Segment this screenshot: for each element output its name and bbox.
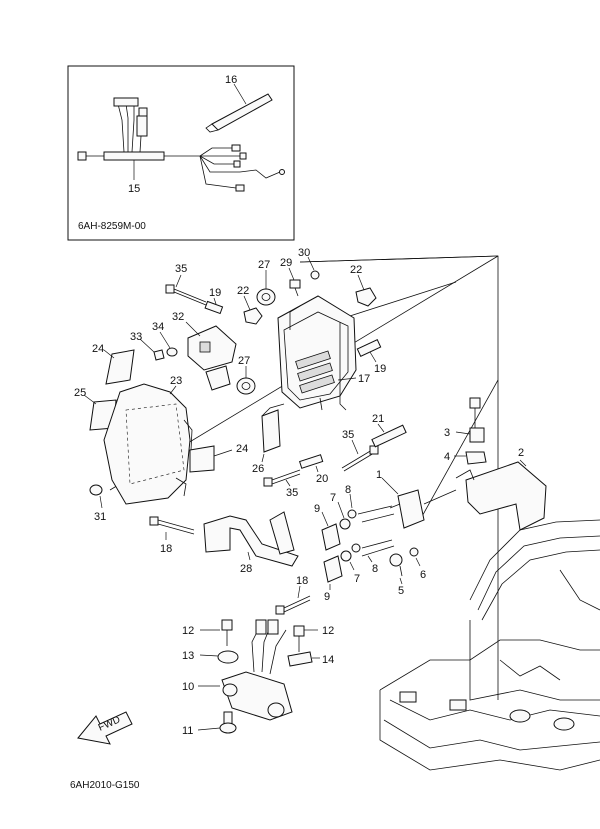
callout-6: 6 — [420, 569, 426, 581]
callout-29: 29 — [280, 257, 292, 269]
callout-31: 31 — [94, 511, 106, 523]
callout-18-lower: 18 — [296, 575, 308, 587]
rectifier-32 — [187, 325, 237, 391]
label-24-top — [105, 349, 135, 385]
engine-block-outline — [379, 519, 600, 771]
callout-32: 32 — [172, 311, 184, 323]
bolt-35-right — [341, 445, 379, 472]
callout-14: 14 — [322, 654, 334, 666]
callout-27-top: 27 — [258, 259, 270, 271]
grommet-27-lower — [236, 377, 256, 395]
collar-19-right — [356, 339, 382, 357]
callout-1: 1 — [376, 469, 382, 481]
cap-9-upper — [321, 523, 341, 551]
bolt-35-mid — [263, 469, 301, 487]
callout-7-upper: 7 — [330, 492, 336, 504]
callout-26: 26 — [252, 463, 264, 475]
screw-5 — [389, 553, 403, 577]
washer-8-lower — [351, 539, 395, 557]
callout-4: 4 — [444, 451, 450, 463]
cdi-unit-10 — [221, 619, 293, 721]
bracket-28 — [203, 511, 299, 567]
fwd-arrow-icon: FWD — [77, 711, 133, 745]
callout-13: 13 — [182, 650, 194, 662]
callout-19-right: 19 — [374, 363, 386, 375]
callout-35-right: 35 — [342, 429, 354, 441]
callout-27-lower: 27 — [238, 355, 250, 367]
bracket-14 — [287, 651, 313, 667]
collar-21 — [371, 424, 407, 448]
bolt-33 — [153, 349, 165, 361]
drawing-code: 6AH2010-G150 — [70, 780, 140, 791]
callout-9-lower: 9 — [324, 591, 330, 603]
washer-6 — [409, 547, 419, 557]
washer-13 — [217, 650, 239, 664]
collar-20 — [298, 454, 324, 469]
bolt-3 — [469, 397, 485, 443]
callout-17: 17 — [358, 373, 370, 385]
callout-35-top: 35 — [175, 263, 187, 275]
callout-18-left: 18 — [160, 543, 172, 555]
clamp-18-lower — [275, 595, 311, 615]
callout-11: 11 — [182, 725, 193, 737]
cable-tie-16 — [205, 93, 273, 133]
washer-30 — [310, 270, 320, 280]
bolt-11 — [219, 711, 237, 734]
wire-harness-15 — [77, 97, 285, 192]
callout-22-left: 22 — [237, 285, 249, 297]
clamp-18-left — [149, 516, 195, 535]
bracket-26 — [261, 403, 285, 453]
nut-7-upper — [339, 518, 351, 530]
callout-28: 28 — [240, 563, 252, 575]
grommet-27-top — [256, 288, 276, 306]
collar-19-top — [204, 300, 224, 315]
callout-20: 20 — [316, 473, 328, 485]
bracket-assembly-17 — [277, 295, 357, 411]
screw-29 — [289, 279, 301, 297]
callout-23: 23 — [170, 375, 182, 387]
callout-25: 25 — [74, 387, 86, 399]
bracket-2 — [455, 461, 547, 531]
callout-10: 10 — [182, 681, 194, 693]
callout-12-right: 12 — [322, 625, 334, 637]
clamp-22-left — [243, 307, 263, 325]
washer-34 — [166, 347, 178, 357]
callout-15: 15 — [128, 183, 140, 195]
electrical-cover-23 — [103, 383, 193, 505]
screw-31 — [89, 484, 103, 496]
callout-22-right: 22 — [350, 264, 362, 276]
callout-30: 30 — [298, 247, 310, 259]
callout-3: 3 — [444, 427, 450, 439]
terminal-block-1 — [389, 489, 457, 529]
collar-4 — [465, 451, 487, 465]
callout-24-top: 24 — [92, 343, 104, 355]
callout-8-upper: 8 — [345, 484, 351, 496]
callout-16: 16 — [225, 74, 237, 86]
washer-8-upper — [347, 505, 395, 523]
callout-5: 5 — [398, 585, 404, 597]
callout-33: 33 — [130, 331, 142, 343]
kit-part-number: 6AH-8259M-00 — [78, 221, 146, 232]
callout-34: 34 — [152, 321, 164, 333]
callout-35-mid: 35 — [286, 487, 298, 499]
callout-8-lower: 8 — [372, 563, 378, 575]
nut-7-lower — [340, 550, 352, 562]
bolt-35-top — [165, 284, 207, 306]
callout-7-lower: 7 — [354, 573, 360, 585]
callout-24-side: 24 — [236, 443, 248, 455]
clamp-22-right — [355, 287, 377, 307]
callout-21: 21 — [372, 413, 384, 425]
callout-2: 2 — [518, 447, 524, 459]
screw-12-left — [221, 619, 233, 646]
callout-9-upper: 9 — [314, 503, 320, 515]
cap-9-lower — [323, 555, 343, 583]
callout-19-top: 19 — [209, 287, 221, 299]
label-24-side — [189, 445, 215, 473]
kit-inset-box — [67, 65, 295, 241]
callout-12-left: 12 — [182, 625, 194, 637]
screw-12-right — [293, 625, 305, 652]
